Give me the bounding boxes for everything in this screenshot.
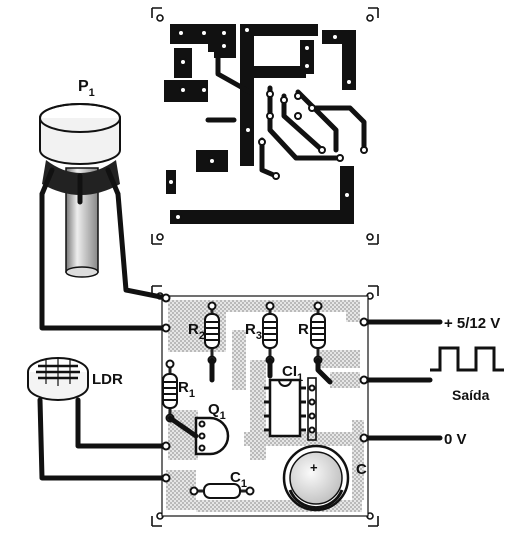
p1-label: P1: [78, 78, 95, 99]
wire-ldr-a: [75, 397, 169, 449]
pad-ldr-a: [161, 441, 171, 451]
pad-p1-b: [161, 293, 171, 303]
r4-label: R: [298, 321, 309, 338]
pad-ldr-b: [161, 473, 171, 483]
board-links: [167, 357, 333, 439]
transistor-icon: [194, 416, 230, 456]
c2-label: C: [356, 461, 367, 478]
ldr-label: LDR: [92, 371, 123, 388]
wire-p1-a: [39, 191, 169, 331]
q1-label: Q1: [208, 401, 226, 422]
wire-p1-b: [115, 191, 169, 301]
wire-ldr-b: [37, 397, 169, 481]
potentiometer-icon: [39, 103, 121, 278]
ci1-label: CI1: [282, 363, 303, 384]
output-label: Saída: [452, 387, 490, 403]
r1-label: R1: [178, 379, 195, 400]
resistor-icon: [310, 301, 326, 365]
capacitor-icon: [189, 483, 255, 499]
ldr-icon: [27, 357, 89, 401]
r3-label: R3: [245, 321, 262, 342]
ic-icon: [264, 377, 317, 441]
c2-polarity: +: [310, 460, 318, 475]
electrolytic-capacitor-icon: [282, 444, 350, 512]
supply-label: + 5/12 V: [444, 315, 500, 332]
pad-p1-a: [161, 323, 171, 333]
ground-label: 0 V: [444, 431, 467, 448]
r2-label: R2: [188, 321, 205, 342]
pcb-track-layout: [151, 7, 379, 245]
square-wave-icon: [430, 346, 504, 372]
c1-label: C1: [230, 469, 247, 490]
